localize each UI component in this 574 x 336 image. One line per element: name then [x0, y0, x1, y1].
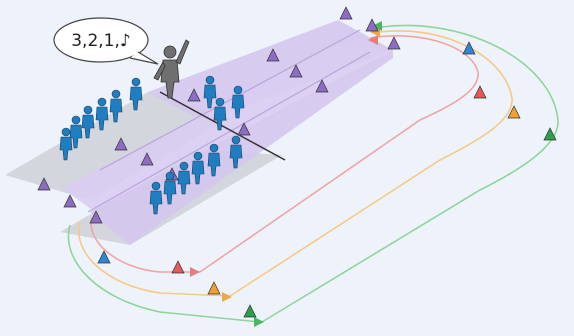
direction-arrows [190, 21, 382, 327]
cone-icon [37, 177, 51, 191]
countdown-text: 3,2,1,♪ [71, 31, 131, 51]
cone-icon [187, 88, 201, 102]
player-icon [191, 151, 205, 185]
lane-divider-1 [99, 29, 361, 171]
track-red [199, 35, 479, 273]
direction-arrow-icon [254, 317, 264, 327]
player-icon [95, 97, 109, 131]
players [59, 75, 245, 215]
cones [37, 6, 557, 318]
direction-arrow-icon [368, 35, 378, 45]
cone-icon [266, 48, 280, 62]
track-green [261, 24, 559, 323]
speech-bubble-icon [53, 17, 149, 63]
player-icon [129, 77, 143, 111]
cone-icon [543, 127, 557, 141]
player-icon [229, 135, 243, 169]
cone-icon [387, 36, 401, 50]
direction-arrow-icon [222, 292, 232, 302]
player-icon [59, 127, 73, 161]
cone-icon [365, 18, 379, 32]
running-lanes [62, 20, 393, 245]
player-icon [109, 89, 123, 123]
cone-icon [339, 6, 353, 20]
cone-icon [63, 194, 77, 208]
cone-icon [507, 105, 521, 119]
speech-bubble-tail [129, 51, 159, 65]
cone-icon [89, 210, 103, 224]
direction-arrow-icon [372, 21, 382, 31]
player-icon [81, 105, 95, 139]
cone-icon [289, 64, 303, 78]
cone-icon [237, 122, 251, 136]
player-icon [203, 75, 217, 109]
cone-icon [473, 85, 487, 99]
cone-icon [315, 79, 329, 93]
player-icon [177, 161, 191, 195]
lane-divider-2 [87, 51, 371, 213]
track-mid-left [78, 221, 231, 297]
track-inner-left [90, 217, 200, 273]
player-icon [69, 115, 83, 149]
player-icon [149, 181, 163, 215]
player-icon [163, 171, 177, 205]
player-icon [213, 97, 227, 131]
track-outer-left [67, 224, 261, 323]
speech-bubble: 3,2,1,♪ [53, 17, 159, 65]
cone-icon [114, 137, 128, 151]
cone-icon [462, 41, 476, 55]
player-icon [207, 143, 221, 177]
cone-icon [140, 152, 154, 166]
track-lines [67, 24, 559, 323]
cone-icon [243, 304, 257, 318]
cone-icon [207, 281, 221, 295]
cone-icon [97, 250, 111, 264]
player-icon [231, 85, 245, 119]
coach-icon [153, 39, 190, 99]
track-orange [229, 30, 513, 297]
direction-arrow-icon [190, 267, 200, 277]
lane-lower [90, 50, 393, 245]
cone-icon [171, 260, 185, 274]
start-line [159, 91, 286, 161]
